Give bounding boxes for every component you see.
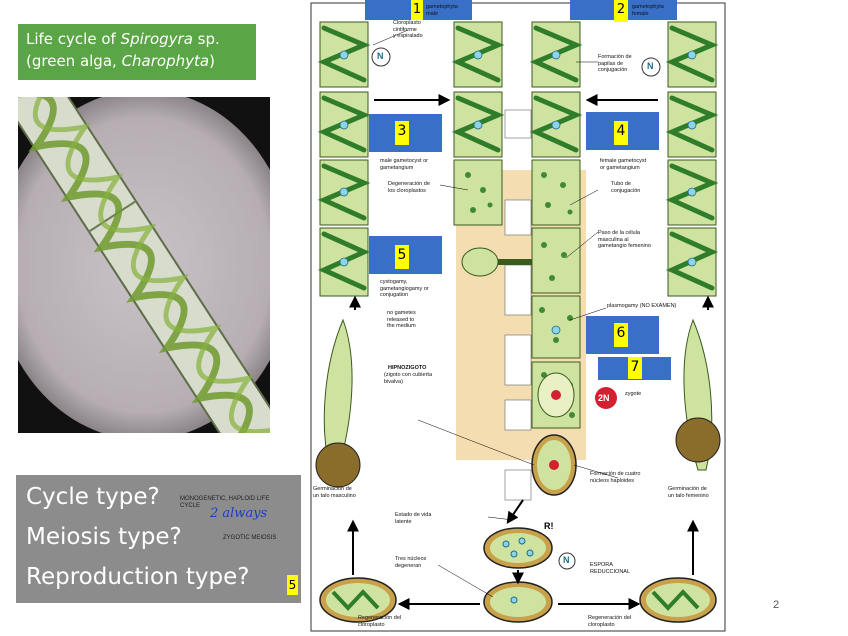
- answer-reproduction-marker: 5: [287, 575, 298, 595]
- label-papilas: Formación de papilas de conjugación: [598, 54, 632, 73]
- answer-cycle-handwritten: 2 always: [210, 506, 268, 521]
- label-regen-left: Regeneración del cloroplasto: [358, 615, 402, 628]
- label-cystogamy: cystogamy, gametangiogamy or conjugation: [380, 279, 429, 298]
- label-estado: Estado de vida latente: [395, 512, 432, 525]
- ploidy-2n: 2N: [598, 393, 610, 403]
- answer-cycle-typed-1: MONOGENETIC, HAPLOID LIFE: [180, 496, 270, 502]
- page-number: 2: [773, 599, 780, 611]
- spirogyra-micrograph: [18, 97, 270, 433]
- label-zygote: zygote: [625, 391, 642, 397]
- answer-meiosis-typed: ZYGOTIC MEIOSIS: [223, 535, 277, 541]
- marker-3: 3: [395, 121, 409, 145]
- label-no-gametes: no gametes released to the medium: [387, 310, 416, 329]
- label-tubo: Tubo de conjugación: [611, 181, 641, 194]
- marker-2: 2: [614, 0, 628, 22]
- label-r: R!: [544, 521, 554, 531]
- marker-4: 4: [614, 121, 628, 145]
- ploidy-n-left: N: [377, 51, 384, 61]
- label-female-gametocyst: female gametocyst or gametangium: [600, 158, 647, 171]
- label-paso: Paso de la célula masculina al gametangi…: [598, 230, 651, 249]
- label-plasmogamy: plasmogamy (NO EXAMEN): [607, 303, 677, 309]
- label-male-top: gametophyta male: [426, 4, 458, 17]
- question-meiosis-type: Meiosis type?: [26, 524, 182, 550]
- question-cycle-type: Cycle type?: [26, 484, 160, 510]
- marker-1: 1: [411, 0, 423, 20]
- slide-title: Life cycle of Spirogyra sp. (green alga,…: [18, 24, 256, 80]
- label-degeneracion: Degeneración de los cloroplastos: [388, 181, 430, 194]
- marker-7: 7: [628, 357, 642, 379]
- question-reproduction-type: Reproduction type?: [26, 564, 250, 590]
- ploidy-n-bottom: N: [563, 555, 570, 565]
- answer-cycle-typed-2: CYCLE: [180, 503, 201, 509]
- title-line-1: Life cycle of Spirogyra sp.: [26, 30, 220, 48]
- label-tres: Tres núcleos degeneran: [395, 556, 427, 569]
- label-hipnozigoto-sub: (zigoto con cubierta bivalva): [384, 372, 432, 385]
- questions-panel: [16, 475, 301, 603]
- label-male-gametocyst: male gametocyst or gametangium: [380, 158, 428, 171]
- label-espora: ESPORA REDUCCIONAL: [590, 562, 631, 575]
- ploidy-n-right: N: [647, 61, 654, 71]
- label-female-top: gametophyta female: [632, 4, 664, 17]
- title-line-2: (green alga, Charophyta): [26, 52, 215, 70]
- label-germ-female: Germinación de un talo femenino: [668, 486, 709, 499]
- life-cycle-diagram: [310, 2, 726, 632]
- label-formacion-nucleos: Formación de cuatro núcleos haploides: [590, 471, 641, 484]
- marker-6: 6: [614, 323, 628, 347]
- label-hipnozigoto: HIPNOZIGOTO: [388, 365, 427, 371]
- label-cloroplasto: Cloroplasto cintiforme y espiralado: [393, 20, 423, 39]
- marker-5: 5: [395, 245, 409, 269]
- label-regen-right: Regeneración del cloroplasto: [588, 615, 632, 628]
- label-germ-male: Germinación de un talo masculino: [313, 486, 356, 499]
